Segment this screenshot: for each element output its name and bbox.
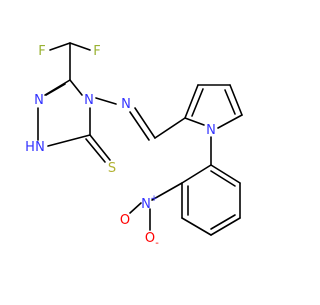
bond-pyr-c4-c5-double bbox=[224, 89, 236, 115]
bond-nimine-ch bbox=[134, 107, 156, 139]
bond-c-s bbox=[89, 134, 111, 161]
atom-n-nitro: N bbox=[141, 197, 151, 212]
bond-nimine-ch-double bbox=[129, 111, 150, 141]
atom-n-triazole-4: N bbox=[84, 93, 94, 108]
bond-c-f2 bbox=[69, 42, 91, 51]
bond-pyr-c2-c3-double bbox=[191, 88, 204, 117]
atom-o-nitro-2: O bbox=[145, 231, 155, 246]
bond-ar-nitro bbox=[151, 182, 183, 201]
atom-f1: F bbox=[38, 44, 45, 59]
atom-n-triazole-1: N bbox=[35, 140, 45, 155]
bond-ar-6-1-double bbox=[210, 170, 236, 187]
atom-f2: F bbox=[93, 44, 100, 59]
bond-pyr-c2-c3 bbox=[184, 84, 199, 119]
bond-c-f1 bbox=[49, 42, 71, 51]
bond-ar-4-5-double bbox=[210, 214, 236, 230]
bond-ar-1-2 bbox=[181, 164, 212, 184]
bond-c3-n2-double bbox=[45, 83, 66, 96]
bond-n4-nimine bbox=[95, 97, 117, 105]
bond-n1-c5 bbox=[47, 134, 91, 147]
bond-ch-pyrrole bbox=[154, 117, 186, 139]
atom-n-pyrrole: N bbox=[206, 123, 216, 138]
bond-pyr-n-c2 bbox=[184, 117, 205, 126]
bond-ar-3-4 bbox=[181, 217, 212, 236]
charge-minus: - bbox=[155, 238, 159, 249]
bond-n4-c3 bbox=[69, 79, 83, 96]
atom-labels: F F N N H N S N N N + O O - bbox=[25, 44, 216, 249]
bond-ar-4-5 bbox=[210, 217, 241, 236]
bond-pyr-c4-c5 bbox=[229, 84, 243, 116]
atom-h: H bbox=[25, 140, 35, 155]
atom-o-nitro-1: O bbox=[120, 213, 130, 228]
atom-n-triazole-2: N bbox=[34, 93, 44, 108]
charge-plus: + bbox=[150, 194, 158, 204]
molecule-structure: F F N N H N S N N N + O O - bbox=[25, 42, 243, 249]
bonds bbox=[37, 42, 243, 236]
structure-canvas: F F N N H N S N N N + O O - bbox=[25, 42, 243, 249]
bond-pyr-c5-n bbox=[217, 114, 243, 129]
atom-n-imine: N bbox=[121, 97, 131, 112]
bond-n-o1 bbox=[129, 202, 142, 214]
atom-s: S bbox=[108, 161, 116, 176]
bond-c-s-double bbox=[85, 138, 106, 163]
bond-ar-6-1 bbox=[210, 164, 241, 184]
